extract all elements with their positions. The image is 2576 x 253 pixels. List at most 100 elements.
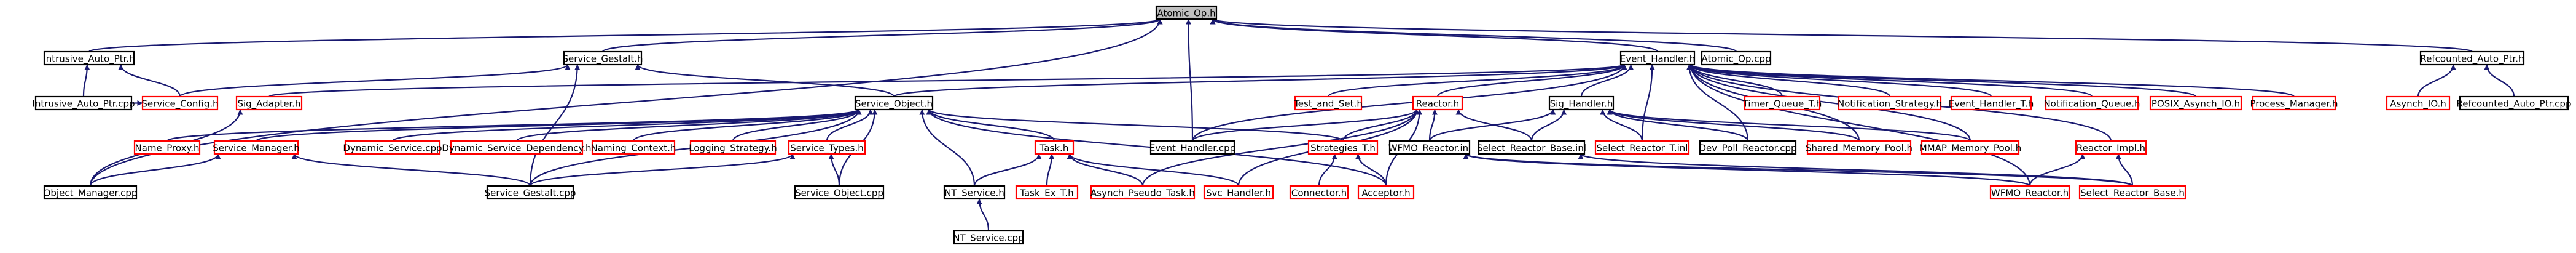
node-label: Service_Object.h (855, 98, 933, 110)
edge-strategies_t_h-to-reactor_h (1342, 109, 1420, 142)
edge-posix_asynch_io_h-to-event_handler_h (1688, 63, 2197, 98)
node-dev-poll-reactor-cpp[interactable]: Dev_Poll_Reactor.cpp (1699, 140, 1797, 155)
node-acceptor-h[interactable]: Acceptor.h (1357, 185, 1415, 200)
node-atomic-op-h[interactable]: Atomic_Op.h (1155, 5, 1218, 20)
node-notification-strategy-h[interactable]: Notification_Strategy.h (1838, 95, 1942, 111)
node-label: Select_Reactor_Base.h (2080, 188, 2185, 199)
node-label: Test_and_Set.h (1293, 98, 1363, 110)
node-box (450, 140, 584, 155)
edge-service_object_h-to-service_gestalt_h (635, 64, 895, 97)
node-mmap-memory-pool-h[interactable]: MMAP_Memory_Pool.h (1919, 140, 2022, 155)
node-box (563, 50, 643, 66)
node-label: NT_Service.h (944, 188, 1004, 199)
node-asynch-io-h[interactable]: Asynch_IO.h (2386, 95, 2451, 111)
node-label: Reactor.h (1416, 98, 1460, 110)
edge-nt_service_cpp-to-nt_service_h (976, 198, 990, 231)
node-test-and-set-h[interactable]: Test_and_Set.h (1293, 95, 1363, 111)
node-logging-strategy-h[interactable]: Logging_Strategy.h (689, 140, 777, 155)
node-object-manager-cpp[interactable]: Object_Manager.cpp (44, 185, 138, 200)
node-label: WFMO_Reactor.inl (1388, 143, 1471, 155)
node-timer-queue-t-h[interactable]: Timer_Queue_T.h (1742, 95, 1822, 111)
node-box (1034, 140, 1075, 155)
node-box (953, 230, 1024, 245)
node-select-reactor-base-h[interactable]: Select_Reactor_Base.h (2078, 185, 2186, 200)
edge-wfmo_reactor_h-to-reactor_impl_h (2029, 153, 2086, 187)
node-box (141, 95, 219, 111)
node-wfmo-reactor-inl[interactable]: WFMO_Reactor.inl (1388, 140, 1471, 155)
node-label: Asynch_Pseudo_Task.h (1090, 188, 1195, 199)
node-label: Notification_Strategy.h (1838, 98, 1942, 110)
node-label: Service_Object.cpp (795, 188, 883, 199)
node-box (235, 95, 303, 111)
node-process-manager-h[interactable]: Process_Manager.h (2250, 95, 2338, 111)
node-label: Service_Config.h (141, 98, 218, 110)
edge-wfmo_reactor_h-to-wfmo_reactor_inl (1463, 153, 2031, 187)
node-label: Select_Reactor_T.inl (1597, 143, 1688, 155)
node-task-ex-t-h[interactable]: Task_Ex_T.h (1015, 185, 1079, 200)
node-label: Service_Gestalt.h (562, 54, 643, 65)
edge-naming_context_h-to-service_object_h (632, 109, 862, 142)
edge-task_h-to-service_object_h (926, 109, 1055, 142)
edge-mmap_memory_pool_h-to-sig_handler_h (1607, 108, 1971, 142)
node-reactor-h[interactable]: Reactor.h (1412, 95, 1463, 111)
node-naming-context-h[interactable]: Naming_Context.h (591, 140, 676, 155)
node-service-types-h[interactable]: Service_Types.h (788, 140, 866, 155)
node-asynch-pseudo-task-h[interactable]: Asynch_Pseudo_Task.h (1090, 185, 1196, 200)
node-refcounted-auto-ptr-cpp[interactable]: Refcounted_Auto_Ptr.cpp (2457, 95, 2572, 111)
node-service-config-h[interactable]: Service_Config.h (141, 95, 219, 111)
edge-dynamic_service_dependency_h-to-service_object_h (515, 108, 862, 142)
node-notification-queue-h[interactable]: Notification_Queue.h (2043, 95, 2140, 111)
node-dynamic-service-cpp[interactable]: Dynamic_Service.cpp (343, 140, 442, 155)
node-box (344, 140, 441, 155)
edge-intrusive_auto_ptr_cpp-to-intrusive_auto_ptr_h (82, 64, 90, 97)
node-nt-service-cpp[interactable]: NT_Service.cpp (953, 230, 1024, 245)
node-atomic-op-cpp[interactable]: Atomic_Op.cpp (1701, 50, 1772, 66)
node-service-gestalt-h[interactable]: Service_Gestalt.h (562, 50, 643, 66)
edge-service_object_h-to-event_handler_h (893, 63, 1627, 98)
node-sig-handler-h[interactable]: Sig_Handler.h (1548, 95, 1615, 111)
node-strategies-t-h[interactable]: Strategies_T.h (1307, 140, 1379, 155)
node-service-object-h[interactable]: Service_Object.h (854, 95, 934, 111)
edge-service_config_h-to-service_gestalt_h (179, 63, 571, 98)
edge-select_reactor_t_inl-to-sig_handler_h (1600, 109, 1643, 142)
node-service-object-cpp[interactable]: Service_Object.cpp (794, 185, 885, 200)
node-intrusive-auto-ptr-cpp[interactable]: Intrusive_Auto_Ptr.cpp (32, 95, 135, 111)
edge-service_object_cpp-to-service_types_h (828, 153, 840, 187)
node-sig-adapter-h[interactable]: Sig_Adapter.h (235, 95, 303, 111)
node-label: Dynamic_Service_Dependency.h (442, 143, 591, 155)
node-label: Refcounted_Auto_Ptr.cpp (2457, 98, 2572, 110)
node-box (794, 185, 885, 200)
node-shared-memory-pool-h[interactable]: Shared_Memory_Pool.h (1806, 140, 1912, 155)
node-box (1289, 185, 1349, 200)
node-name-proxy-h[interactable]: Name_Proxy.h (133, 140, 201, 155)
node-select-reactor-t-inl[interactable]: Select_Reactor_T.inl (1594, 140, 1690, 155)
node-task-h[interactable]: Task.h (1034, 140, 1075, 155)
node-label: Service_Types.h (790, 143, 863, 155)
node-event-handler-h[interactable]: Event_Handler.h (1620, 50, 1695, 66)
node-label: Atomic_Op.h (1157, 8, 1215, 20)
node-connector-h[interactable]: Connector.h (1289, 185, 1349, 200)
node-box (854, 95, 934, 111)
node-reactor-impl-h[interactable]: Reactor_Impl.h (2075, 140, 2147, 155)
node-event-handler-cpp[interactable]: Event_Handler.cpp (1149, 140, 1235, 155)
edge-logging_strategy_h-to-service_object_h (732, 109, 862, 142)
node-service-gestalt-cpp[interactable]: Service_Gestalt.cpp (485, 185, 576, 200)
node-box (34, 95, 133, 111)
node-intrusive-auto-ptr-h[interactable]: Intrusive_Auto_Ptr.h (43, 50, 135, 66)
node-box (2045, 95, 2139, 111)
node-dynamic-service-dependency-h[interactable]: Dynamic_Service_Dependency.h (442, 140, 592, 155)
edge-connector_h-to-strategies_t_h (1318, 153, 1337, 187)
node-svc-handler-h[interactable]: Svc_Handler.h (1203, 185, 1274, 200)
node-wfmo-reactor-h[interactable]: WFMO_Reactor.h (1989, 185, 2070, 200)
node-posix-asynch-io-h[interactable]: POSIX_Asynch_IO.h (2149, 95, 2242, 111)
node-box (213, 140, 299, 155)
node-event-handler-t-h[interactable]: Event_Handler_T.h (1949, 95, 2034, 111)
node-service-manager-h[interactable]: Service_Manager.h (213, 140, 300, 155)
node-label: Sig_Handler.h (1550, 98, 1613, 110)
node-refcounted-auto-ptr-h[interactable]: Refcounted_Auto_Ptr.h (2419, 50, 2525, 66)
node-box (2386, 95, 2451, 111)
edge-event_handler_cpp-to-event_handler_h (1191, 64, 1627, 142)
edge-dev_poll_reactor_cpp-to-event_handler_h (1686, 64, 1749, 142)
node-nt-service-h[interactable]: NT_Service.h (943, 185, 1006, 200)
node-select-reactor-base-inl[interactable]: Select_Reactor_Base.inl (1477, 140, 1586, 155)
